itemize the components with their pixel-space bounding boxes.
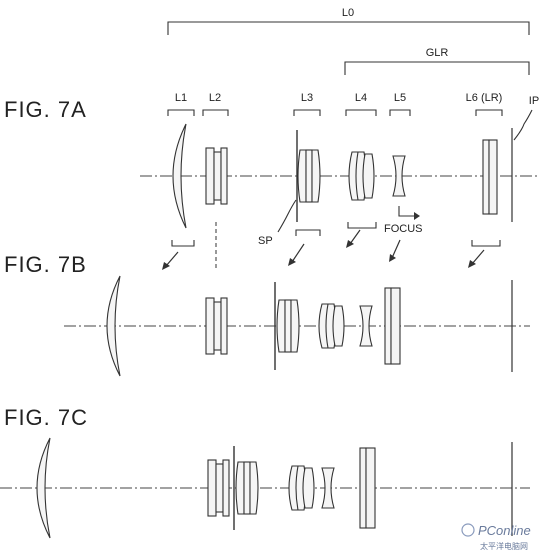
stop-leader (277, 199, 297, 233)
sub-bracket-l4 (347, 222, 377, 229)
lens-label-ip: IP (529, 95, 539, 107)
watermark-brand: PConline (478, 523, 531, 538)
figure-7c-label: FIG. 7C (4, 405, 88, 430)
sub-bracket-l1 (171, 240, 195, 247)
lens-l5-7b (359, 305, 373, 347)
lens-label-l5: L5 (394, 92, 406, 104)
lens-l3-7b (274, 282, 300, 370)
lens-l1-7c (36, 437, 51, 539)
lens-l2-7c (207, 446, 259, 530)
lens-label-l6: L6 (LR) (466, 92, 503, 104)
lens-l1-7a (172, 123, 187, 229)
lens-l4-7b (318, 303, 345, 349)
watermark-logo-icon (461, 523, 475, 537)
bracket-glr: GLR (344, 47, 530, 75)
bracket-l0-label: L0 (342, 7, 354, 19)
focus-arrow-head (414, 212, 420, 220)
watermark: PConline 太平洋电脑网 (461, 523, 531, 551)
figure-7b-label: FIG. 7B (4, 252, 87, 277)
lens-l1-7b (106, 275, 121, 377)
movement-arrows (162, 229, 485, 270)
lens-label-l3: L3 (301, 92, 313, 104)
lens-l4-7c (288, 465, 315, 511)
watermark-tagline: 太平洋电脑网 (480, 541, 528, 551)
lens-l2-7b (205, 297, 228, 355)
figure-7a-label: FIG. 7A (4, 97, 87, 122)
lens-label-l2: L2 (209, 92, 221, 104)
lens-l5-7a (392, 155, 406, 197)
lens-l2-7a (205, 147, 228, 205)
lens-label-l4: L4 (355, 92, 367, 104)
bracket-glr-label: GLR (426, 47, 449, 59)
lens-l4-7a (348, 151, 375, 201)
sub-bracket-l6 (471, 240, 501, 247)
lens-l3-7a (296, 130, 321, 222)
label-bracket-l1 (167, 109, 195, 116)
bracket-l0: L0 (167, 7, 530, 35)
sub-bracket-l3 (295, 229, 321, 236)
lens-label-l1: L1 (175, 92, 187, 104)
label-bracket-l6 (475, 109, 503, 116)
lens-l5-7c (321, 467, 335, 509)
lens-l6-7b (384, 287, 401, 365)
focus-label: FOCUS (384, 223, 423, 235)
focus-arrow (398, 206, 414, 217)
stop-label: SP (258, 235, 273, 247)
ip-leader (513, 109, 533, 141)
label-bracket-l2 (202, 109, 229, 116)
lens-l6-7a (482, 139, 498, 215)
label-bracket-l5 (389, 109, 411, 116)
label-bracket-l3 (293, 109, 321, 116)
label-bracket-l4 (345, 109, 377, 116)
lens-l6-7c (359, 447, 376, 529)
